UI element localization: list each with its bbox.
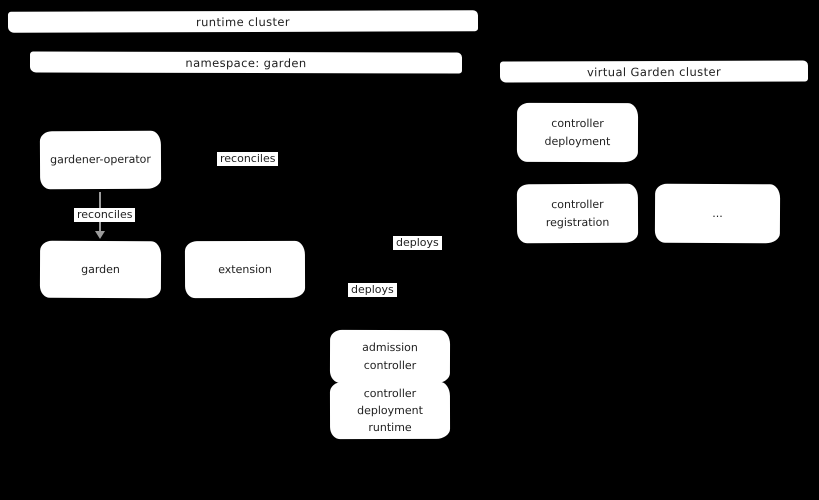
node-gardener-operator: gardener-operator: [39, 130, 162, 190]
banner-namespace-garden: namespace: garden: [29, 51, 463, 74]
node-admission-controller: admission controller: [329, 329, 451, 384]
edge-label-reconciles-extension: reconciles: [217, 152, 279, 166]
node-controller-deployment-runtime: controller deployment runtime: [329, 381, 451, 440]
banner-runtime-cluster: runtime cluster: [7, 10, 479, 33]
node-controller-registration: controller registration: [516, 183, 639, 244]
node-more-placeholder: ...: [654, 183, 781, 244]
node-garden: garden: [39, 240, 162, 299]
banner-virtual-garden-cluster: virtual Garden cluster: [499, 60, 809, 83]
edge-label-reconciles-garden: reconciles: [74, 208, 136, 222]
node-extension: extension: [184, 240, 306, 299]
node-controller-deployment: controller deployment: [516, 102, 639, 163]
arrow-down-icon: [95, 231, 105, 239]
edge-label-deploys-upper: deploys: [393, 236, 442, 250]
edge-label-deploys-lower: deploys: [348, 283, 397, 297]
